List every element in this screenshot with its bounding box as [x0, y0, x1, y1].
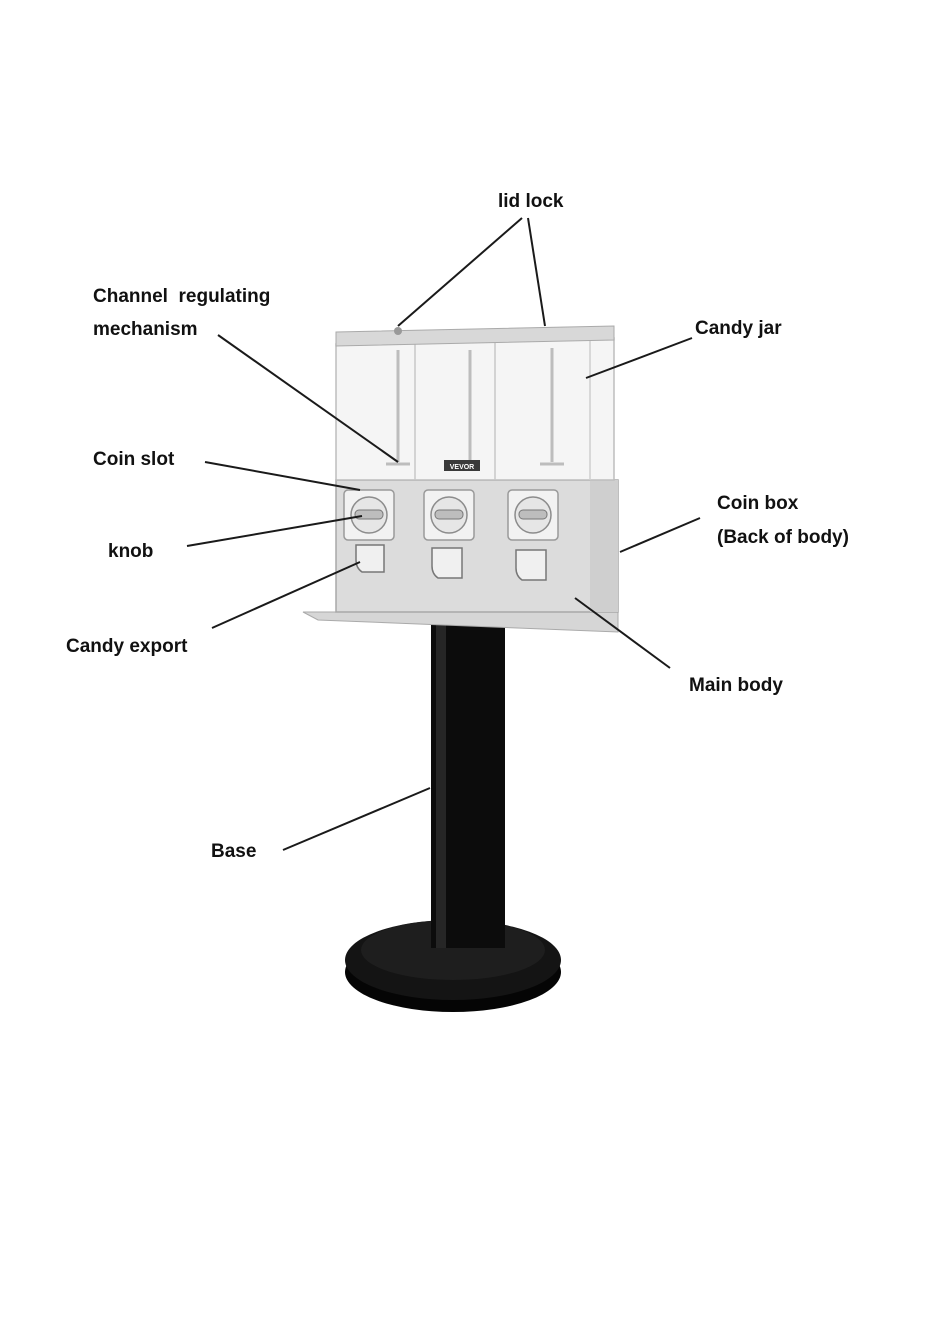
label-knob: knob — [108, 540, 153, 565]
label-candy-jar: Candy jar — [695, 317, 782, 342]
label-channel-line2: mechanism — [93, 318, 198, 343]
label-base: Base — [211, 840, 256, 865]
label-main-body: Main body — [689, 674, 783, 699]
label-coin-box-line1: Coin box — [717, 492, 798, 517]
leader-coin-box — [620, 518, 700, 552]
leader-base — [283, 788, 430, 850]
brand-plate: VEVOR — [444, 460, 480, 471]
label-channel-line1: Channel regulating — [93, 285, 270, 310]
leader-main-body — [575, 598, 670, 668]
label-coin-box-line2: (Back of body) — [717, 526, 849, 551]
label-coin-slot: Coin slot — [93, 448, 174, 473]
brand-plate-text: VEVOR — [450, 464, 475, 471]
label-candy-export: Candy export — [66, 635, 187, 660]
candy-jar — [336, 338, 614, 480]
label-lid-lock: lid lock — [498, 190, 563, 215]
leader-lid-lock-2 — [528, 218, 545, 326]
leader-lid-lock-1 — [398, 218, 522, 326]
stand-column — [431, 622, 505, 948]
